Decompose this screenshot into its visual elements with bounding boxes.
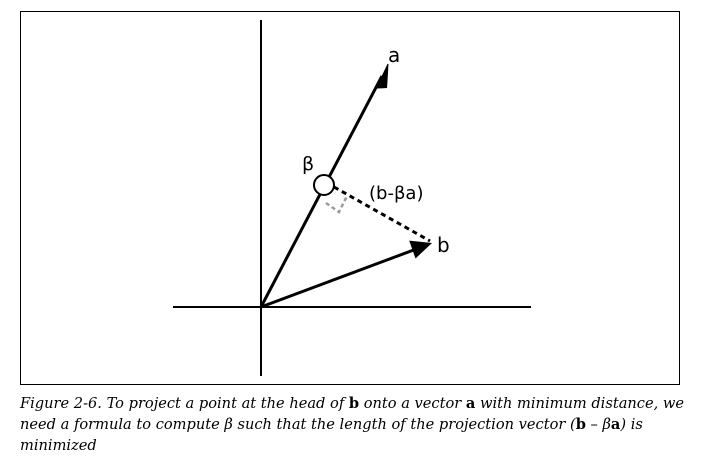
caption-segment: onto a vector	[359, 395, 466, 412]
caption-body: To project a point at the head of b onto…	[20, 395, 684, 454]
caption-segment: such that the length of the projection v…	[232, 416, 576, 433]
caption-segment: a	[610, 416, 621, 433]
figure-caption: Figure 2-6. To project a point at the he…	[20, 393, 690, 456]
figure-frame: a b β (b-βa)	[20, 11, 680, 385]
caption-segment: b	[575, 416, 586, 433]
right-angle-marker	[325, 195, 349, 214]
vector-b-shaft	[260, 246, 420, 309]
projection-point	[313, 174, 335, 196]
vector-b-arrowhead	[409, 240, 432, 259]
caption-segment: β	[224, 416, 233, 433]
caption-segment: a	[465, 395, 476, 412]
caption-segment: b	[348, 395, 360, 412]
label-vector-a: a	[388, 43, 400, 67]
vector-a-arrowhead	[375, 63, 389, 89]
label-beta: β	[302, 153, 314, 175]
label-vector-b: b	[437, 233, 450, 257]
label-projection: (b-βa)	[369, 183, 423, 204]
projection-dashed-line	[333, 185, 431, 243]
caption-segment: ) is minimized	[20, 416, 643, 454]
caption-segment: –	[585, 416, 603, 433]
projection-diagram: a b β (b-βa)	[173, 20, 531, 376]
caption-segment: To project a point at the head of	[101, 395, 349, 412]
caption-segment: β	[602, 416, 611, 433]
caption-segment: with minimum distance, we need a formula…	[20, 395, 685, 433]
caption-figure-label: Figure 2-6.	[20, 395, 102, 412]
